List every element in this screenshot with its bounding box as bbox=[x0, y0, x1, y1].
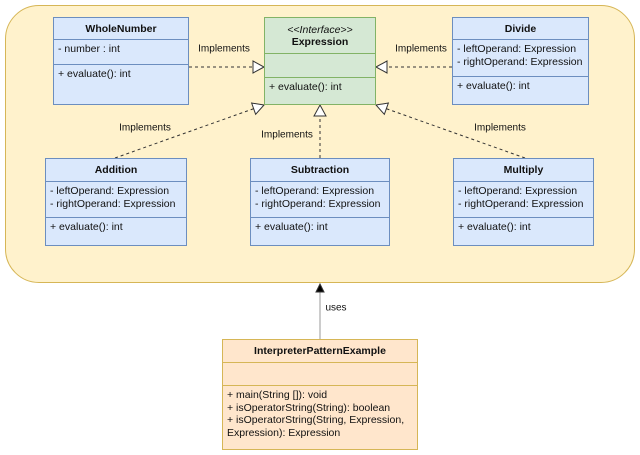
class-name: Multiply bbox=[503, 164, 544, 176]
class-attributes: - leftOperand: Expression- rightOperand:… bbox=[251, 182, 389, 218]
class-name: Expression bbox=[291, 35, 349, 48]
class-addition[interactable]: Addition - leftOperand: Expression- right… bbox=[45, 158, 187, 246]
hollow-triangle-arrowhead-icon bbox=[313, 103, 327, 117]
attribute: - leftOperand: Expression bbox=[50, 185, 170, 197]
class-subtraction[interactable]: Subtraction - leftOperand: Expression- ri… bbox=[250, 158, 390, 246]
class-operations: + main(String []): void+ isOperatorStrin… bbox=[223, 386, 417, 442]
class-operations: + evaluate(): int bbox=[454, 218, 593, 237]
class-name: WholeNumber bbox=[85, 22, 157, 35]
class-interpreter[interactable]: InterpreterPatternExample + main(String [… bbox=[222, 339, 418, 450]
attribute: - rightOperand: Expression bbox=[255, 197, 381, 210]
operation: + evaluate(): int bbox=[255, 221, 328, 233]
attribute: - leftOperand: Expression bbox=[457, 43, 577, 55]
class-attributes: - number : int bbox=[54, 40, 188, 65]
class-multiply[interactable]: Multiply - leftOperand: Expression- right… bbox=[453, 158, 594, 246]
operation: + isOperatorString(String, Expression, E… bbox=[227, 414, 405, 439]
class-header: InterpreterPatternExample bbox=[223, 340, 417, 363]
operation: + isOperatorString(String): boolean bbox=[227, 401, 391, 414]
attribute: - rightOperand: Expression bbox=[457, 55, 583, 68]
class-header: WholeNumber bbox=[54, 18, 188, 40]
class-header: Multiply bbox=[454, 159, 593, 182]
class-header: Subtraction bbox=[251, 159, 389, 182]
class-name: Addition bbox=[94, 164, 138, 176]
class-attributes: - leftOperand: Expression- rightOperand:… bbox=[46, 182, 186, 218]
class-name: Divide bbox=[504, 22, 537, 35]
relation-label: Implements bbox=[474, 122, 526, 134]
relation-label: Implements bbox=[119, 122, 171, 134]
class-name: Subtraction bbox=[290, 164, 350, 176]
hollow-triangle-arrowhead-icon bbox=[375, 102, 390, 116]
class-attributes bbox=[265, 54, 375, 78]
operation: + evaluate(): int bbox=[50, 221, 123, 233]
operation: + evaluate(): int bbox=[457, 80, 530, 92]
class-operations: + evaluate(): int bbox=[265, 78, 375, 97]
class-wholenumber[interactable]: WholeNumber - number : int + evaluate(): i… bbox=[53, 17, 189, 105]
attribute: - leftOperand: Expression bbox=[458, 185, 578, 197]
operation: + evaluate(): int bbox=[458, 221, 531, 233]
class-operations: + evaluate(): int bbox=[46, 218, 186, 237]
attribute: - rightOperand: Expression bbox=[50, 197, 176, 210]
operation: + evaluate(): int bbox=[269, 81, 342, 93]
relation-label: Implements bbox=[261, 129, 313, 141]
hollow-triangle-arrowhead-icon bbox=[374, 60, 388, 74]
attribute: - rightOperand: Expression bbox=[458, 197, 584, 210]
class-operations: + evaluate(): int bbox=[251, 218, 389, 237]
class-operations: + evaluate(): int bbox=[453, 77, 588, 96]
class-attributes: - leftOperand: Expression- rightOperand:… bbox=[453, 40, 588, 77]
class-header: <<Interface>>Expression bbox=[265, 18, 375, 54]
class-expression[interactable]: <<Interface>>Expression + evaluate(): int bbox=[264, 17, 376, 105]
attribute: - leftOperand: Expression bbox=[255, 185, 375, 197]
class-operations: + evaluate(): int bbox=[54, 65, 188, 84]
relation-label: Implements bbox=[395, 43, 447, 55]
class-header: Divide bbox=[453, 18, 588, 40]
realization-line-addition bbox=[114, 108, 254, 159]
relation-label: uses bbox=[325, 302, 347, 314]
class-attributes bbox=[223, 363, 417, 386]
attribute: - number : int bbox=[58, 43, 120, 55]
realization-line-multiply bbox=[386, 108, 526, 159]
class-attributes: - leftOperand: Expression- rightOperand:… bbox=[454, 182, 593, 218]
class-stereotype: <<Interface>> bbox=[287, 23, 353, 36]
operation: + evaluate(): int bbox=[58, 68, 131, 80]
hollow-triangle-arrowhead-icon bbox=[252, 60, 266, 74]
operation: + main(String []): void bbox=[227, 389, 328, 401]
relation-label: Implements bbox=[198, 43, 250, 55]
hollow-triangle-arrowhead-icon bbox=[250, 102, 265, 116]
class-header: Addition bbox=[46, 159, 186, 182]
class-divide[interactable]: Divide - leftOperand: Expression- rightOp… bbox=[452, 17, 589, 105]
class-name: InterpreterPatternExample bbox=[254, 345, 386, 357]
filled-arrowhead-icon bbox=[315, 282, 325, 293]
